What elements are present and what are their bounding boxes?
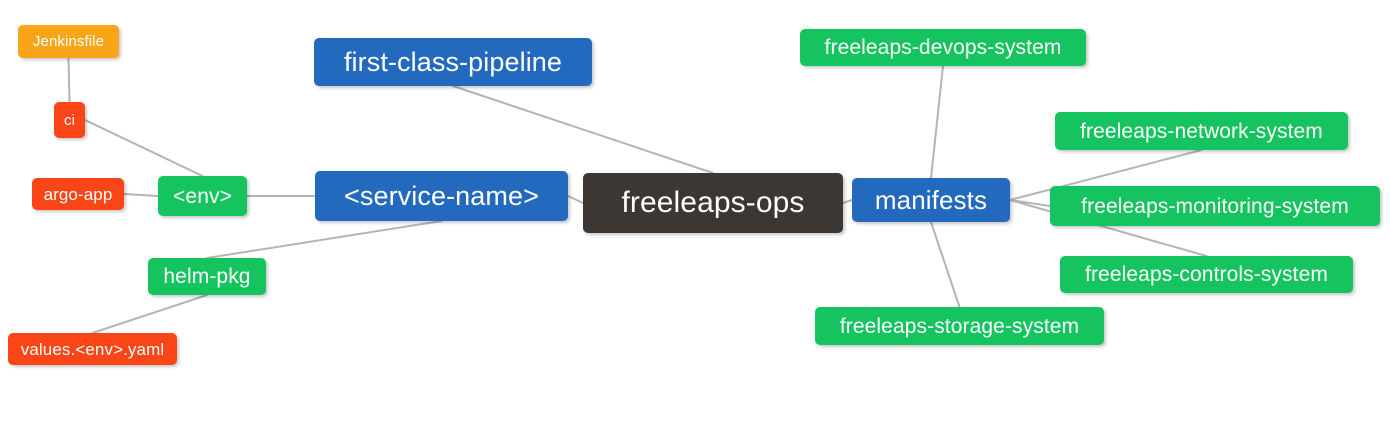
edge-manifests-to-storage — [930, 221, 961, 308]
edge-root-to-first-class — [452, 85, 714, 174]
edge-env-to-ci — [84, 119, 204, 177]
node-helm-pkg[interactable]: helm-pkg — [148, 258, 266, 295]
edge-manifests-to-monitoring — [1009, 199, 1051, 207]
edge-service-to-helm-pkg — [206, 220, 443, 259]
node-freeleaps-storage-system[interactable]: freeleaps-storage-system — [815, 307, 1104, 345]
edge-root-to-service — [567, 195, 584, 204]
node-ci[interactable]: ci — [54, 102, 85, 138]
node-freeleaps-controls-system[interactable]: freeleaps-controls-system — [1060, 256, 1353, 293]
node-service-name[interactable]: <service-name> — [315, 171, 568, 221]
node-manifests[interactable]: manifests — [852, 178, 1010, 222]
node-values-env-yaml[interactable]: values.<env>.yaml — [8, 333, 177, 365]
node-freeleaps-network-system[interactable]: freeleaps-network-system — [1055, 112, 1348, 150]
node-jenkinsfile[interactable]: Jenkinsfile — [18, 25, 119, 58]
edge-manifests-to-devops — [930, 65, 944, 179]
node-first-class-pipeline[interactable]: first-class-pipeline — [314, 38, 592, 86]
node-freeleaps-monitoring-system[interactable]: freeleaps-monitoring-system — [1050, 186, 1380, 226]
node-root-freeleaps-ops[interactable]: freeleaps-ops — [583, 173, 843, 233]
edge-helm-pkg-to-values-yaml — [91, 294, 208, 334]
node-argo-app[interactable]: argo-app — [32, 178, 124, 210]
edge-ci-to-jenkinsfile — [67, 57, 71, 103]
node-env[interactable]: <env> — [158, 176, 247, 216]
edge-root-to-manifests — [842, 199, 853, 204]
node-freeleaps-devops-system[interactable]: freeleaps-devops-system — [800, 29, 1086, 66]
edge-env-to-argo-app — [123, 193, 159, 197]
